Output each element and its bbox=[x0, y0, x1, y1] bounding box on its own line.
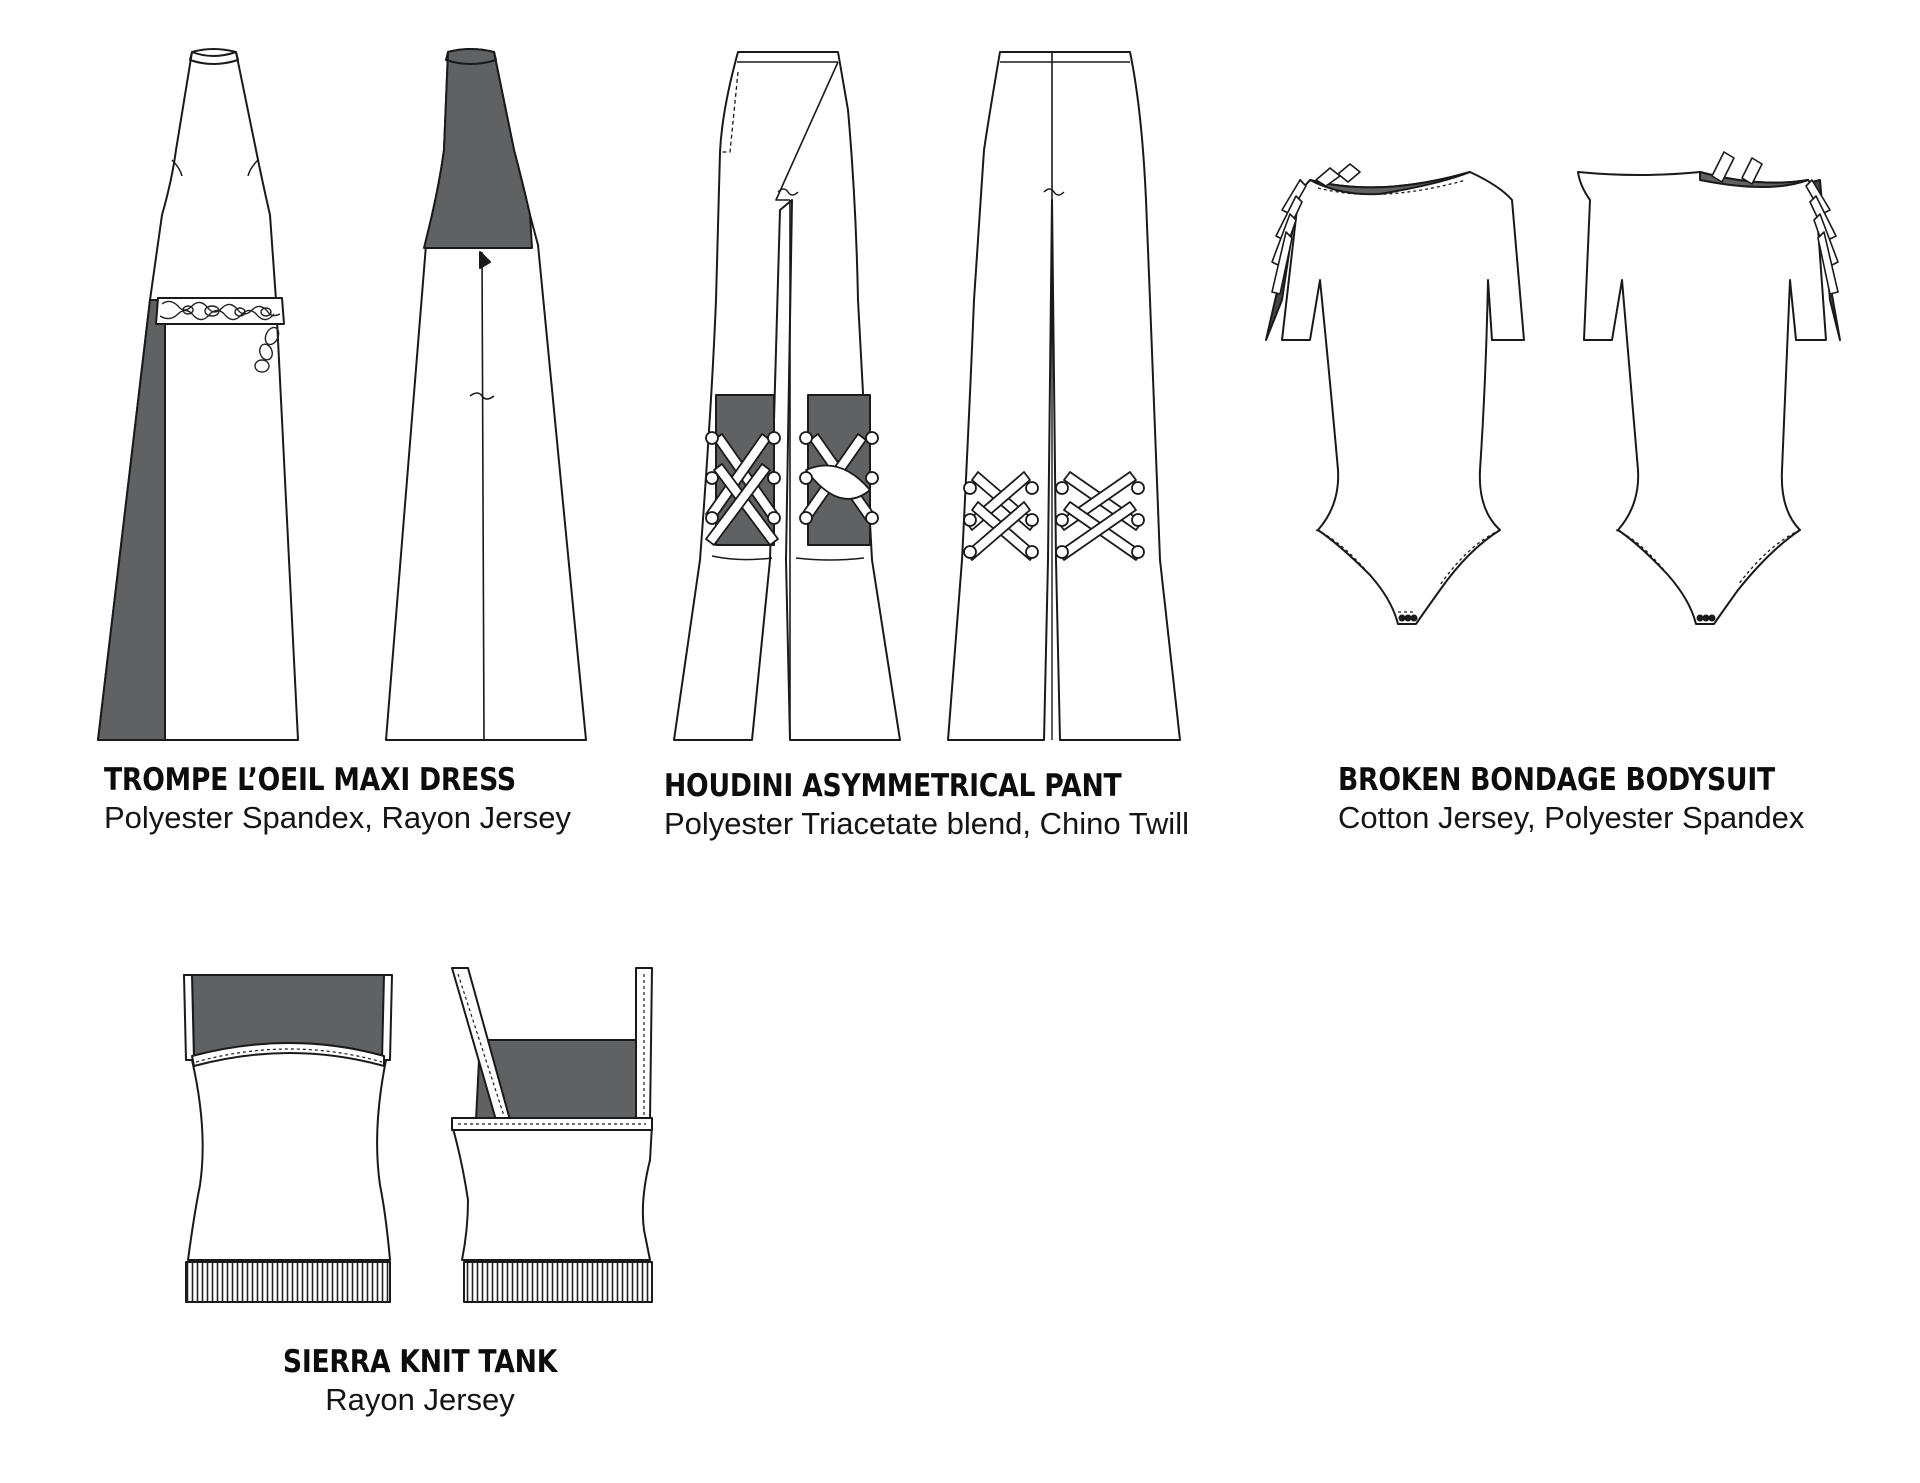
garment-fabric: Cotton Jersey, Polyester Spandex bbox=[1338, 800, 1805, 835]
knit-tank-back-sketch bbox=[451, 967, 653, 1303]
houdini-pant-front-sketch bbox=[673, 51, 901, 741]
maxi-dress-front-sketch bbox=[97, 48, 299, 741]
garment-caption-maxi-dress: TROMPE L’OEIL MAXI DRESS Polyester Spand… bbox=[104, 762, 583, 836]
garment-name: SIERRA KNIT TANK bbox=[282, 1344, 558, 1380]
garment-fabric: Polyester Triacetate blend, Chino Twill bbox=[664, 806, 1189, 841]
knit-tank-front-sketch bbox=[183, 974, 393, 1303]
maxi-dress-back-sketch bbox=[385, 48, 587, 741]
bodysuit-back-sketch bbox=[1577, 151, 1841, 625]
garment-name: BROKEN BONDAGE BODYSUIT bbox=[1338, 762, 1775, 798]
houdini-pant-back-sketch bbox=[947, 51, 1181, 741]
garment-name: TROMPE L’OEIL MAXI DRESS bbox=[104, 762, 516, 798]
garment-name: HOUDINI ASYMMETRICAL PANT bbox=[664, 768, 1122, 804]
garment-fabric: Rayon Jersey bbox=[325, 1382, 515, 1417]
bodysuit-front-sketch bbox=[1265, 163, 1525, 625]
garment-caption-houdini-pant: HOUDINI ASYMMETRICAL PANT Polyester Tria… bbox=[664, 768, 1196, 842]
garment-caption-knit-tank: SIERRA KNIT TANK Rayon Jersey bbox=[220, 1344, 620, 1418]
garment-fabric: Polyester Spandex, Rayon Jersey bbox=[104, 800, 571, 835]
garment-caption-bodysuit: BROKEN BONDAGE BODYSUIT Cotton Jersey, P… bbox=[1338, 762, 1846, 836]
